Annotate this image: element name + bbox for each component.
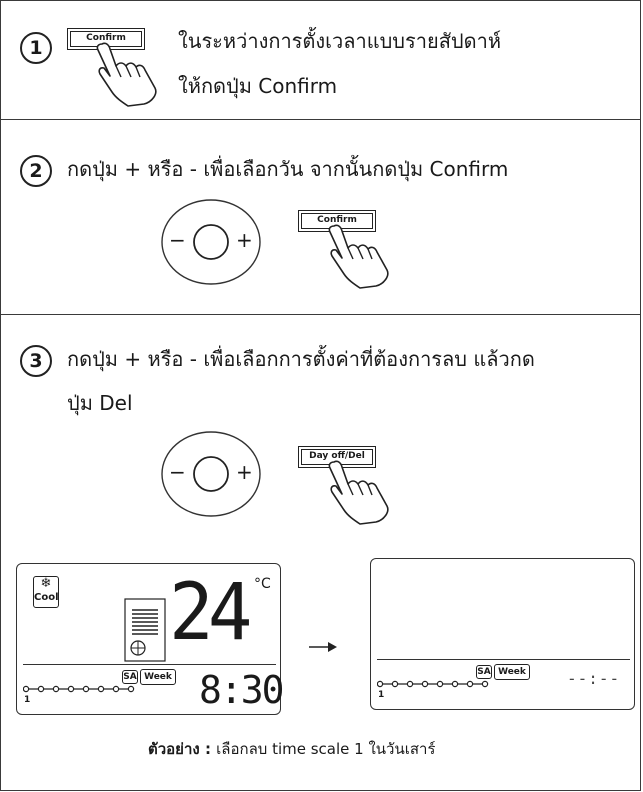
pressing-hand-icon (328, 224, 389, 289)
plus-minus-dial[interactable]: − + (160, 198, 262, 286)
section-divider (0, 119, 641, 120)
fan-speed-icon (124, 598, 166, 662)
step-text-line: กดปุ่ม + หรือ - เพื่อเลือกวัน จากนั้นกดป… (67, 157, 509, 181)
pressing-hand-icon (96, 42, 157, 107)
plus-minus-dial[interactable]: − + (160, 430, 262, 518)
timescale-number: 1 (24, 695, 31, 705)
temperature-unit: °C (254, 576, 271, 592)
step-text-line: ปุ่ม Del (67, 391, 133, 415)
plus-button[interactable]: + (236, 460, 253, 484)
week-badge: Week (140, 669, 176, 685)
timescale-track (23, 685, 135, 693)
cool-mode-indicator: ❄ Cool (33, 576, 59, 608)
lcd-separator (23, 664, 276, 665)
lcd-display-before: ❄ Cool 24 °C SA Week 1 8:30 (16, 563, 285, 715)
caption-label: ตัวอย่าง (148, 740, 200, 758)
snowflake-icon: ❄ (40, 576, 52, 591)
example-caption: ตัวอย่าง : เลือกลบ time scale 1 ในวันเสา… (148, 737, 435, 761)
step-number: 1 (20, 32, 52, 64)
temperature-readout: 24 (169, 568, 253, 658)
step-text-line: ให้กดปุ่ม Confirm (178, 74, 338, 98)
step-text-line: ในระหว่างการตั้งเวลาแบบรายสัปดาห์ (178, 29, 501, 53)
timescale-number: 1 (378, 690, 385, 700)
day-badge: SA (122, 670, 138, 684)
timescale-track (377, 680, 489, 688)
mode-label: Cool (34, 592, 59, 603)
minus-button[interactable]: − (169, 228, 186, 252)
time-readout-blank: --:-- (567, 669, 621, 688)
pressing-hand-icon (328, 460, 389, 525)
caption-text: เลือกลบ time scale 1 ในวันเสาร์ (216, 740, 436, 758)
dial-icon (161, 199, 261, 285)
time-readout: 8:30 (199, 668, 285, 712)
step-number: 3 (20, 345, 52, 377)
lcd-separator (377, 659, 630, 660)
plus-button[interactable]: + (236, 228, 253, 252)
week-badge: Week (494, 664, 530, 680)
button-label: Confirm (86, 33, 126, 43)
step-number: 2 (20, 155, 52, 187)
step-text-line: กดปุ่ม + หรือ - เพื่อเลือกการตั้งค่าที่ต… (67, 347, 535, 371)
minus-button[interactable]: − (169, 460, 186, 484)
day-badge: SA (476, 665, 492, 679)
dial-icon (161, 431, 261, 517)
arrow-right-icon (309, 642, 337, 652)
button-label: Confirm (317, 215, 357, 225)
section-divider (0, 314, 641, 315)
lcd-display-after: SA Week 1 --:-- (370, 558, 635, 710)
caption-separator: : (199, 740, 217, 758)
button-label: Day off/Del (309, 451, 365, 461)
